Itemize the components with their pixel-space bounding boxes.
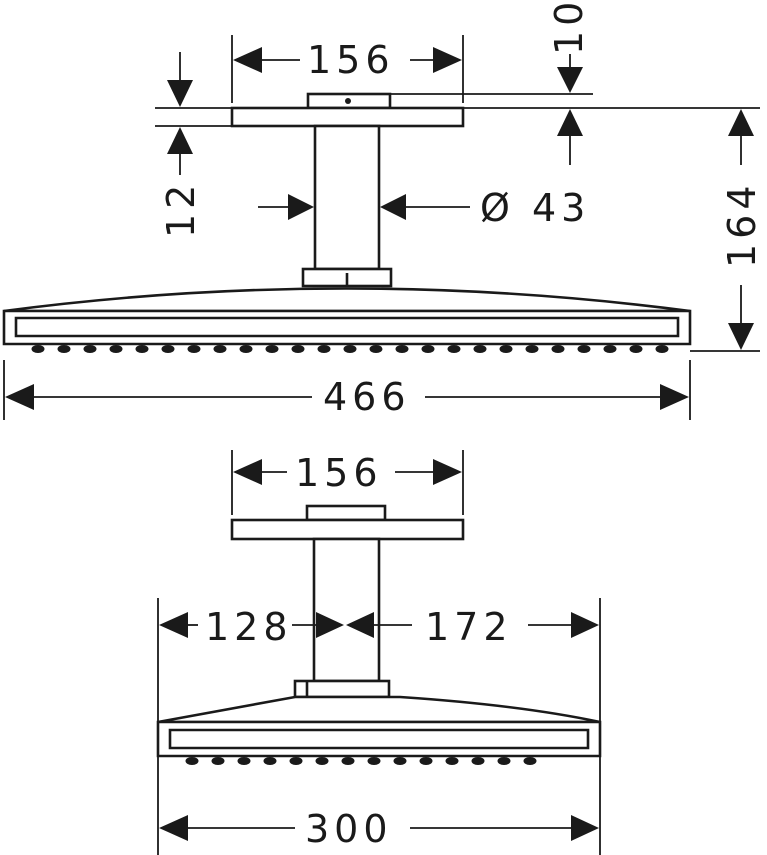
spray-nozzle [629,345,643,353]
arrow-right [316,612,344,638]
arrow-up [167,127,193,154]
arrow-left [5,384,34,410]
spray-nozzle [263,757,277,765]
dim-total-height: 164 [720,180,764,268]
spray-nozzle [367,757,381,765]
spray-nozzle [395,345,409,353]
spray-nozzle [31,345,45,353]
arrow-down [557,67,583,93]
spray-nozzle [289,757,303,765]
spray-nozzle [393,757,407,765]
arrow-left [159,612,188,638]
dim-head-depth: 300 [305,807,393,851]
spray-nozzle [341,757,355,765]
spray-nozzle [447,345,461,353]
arrow-left [380,194,406,220]
spray-nozzle [213,345,227,353]
dim-offset-right: 172 [425,605,513,649]
spray-nozzle [57,345,71,353]
spray-nozzle [445,757,459,765]
nozzle-row [31,345,669,353]
arrow-left [159,815,188,841]
shower-head-inner-edge [14,316,680,338]
spray-nozzle [523,757,537,765]
shower-head-dome [157,695,601,724]
spray-nozzle [343,345,357,353]
dim-pipe-diameter: Ø 43 [480,186,590,230]
ceiling-flange [230,106,465,128]
dim-offset-left: 128 [205,605,293,649]
spray-nozzle [419,757,433,765]
spray-nozzle [291,345,305,353]
shower-head-inner-edge [168,728,590,750]
front-view: 156 12 10 Ø 43 164 466 [2,0,764,420]
arrow-right [571,815,599,841]
spray-nozzle [603,345,617,353]
arrow-right [433,47,462,73]
side-view: 156 128 172 300 [156,450,602,855]
arrow-right [433,459,462,485]
spray-nozzle [317,345,331,353]
arrow-left [233,459,262,485]
collar-screw [345,98,351,104]
spray-nozzle [497,757,511,765]
pipe [313,124,381,271]
spray-nozzle [265,345,279,353]
spray-nozzle [655,345,669,353]
arrow-up [557,109,583,136]
arrow-down [167,80,193,107]
ceiling-flange [230,518,465,541]
arrow-right [288,194,314,220]
dim-flange-width: 156 [295,451,383,495]
spray-nozzle [315,757,329,765]
arrow-up [728,109,754,136]
pipe [312,537,381,683]
spray-nozzle [551,345,565,353]
spray-nozzle [211,757,225,765]
spray-nozzle [161,345,175,353]
dim-head-width: 466 [323,375,411,419]
spray-nozzle [135,345,149,353]
spray-nozzle [499,345,513,353]
dim-collar-height: 10 [547,0,591,55]
spray-nozzle [109,345,123,353]
shower-head-plate [156,720,602,758]
head-connector [293,679,391,699]
arrow-right [571,612,599,638]
spray-nozzle [239,345,253,353]
spray-nozzle [83,345,97,353]
nozzle-row [185,757,537,765]
spray-nozzle [577,345,591,353]
dim-flange-width: 156 [307,38,395,82]
arrow-left [346,612,374,638]
shower-head-dome [3,287,691,313]
spray-nozzle [369,345,383,353]
spray-nozzle [187,345,201,353]
shower-head-plate [2,309,692,346]
spray-nozzle [473,345,487,353]
spray-nozzle [525,345,539,353]
arrow-down [728,323,754,350]
arrow-right [660,384,689,410]
arrow-left [233,47,262,73]
spray-nozzle [237,757,251,765]
spray-nozzle [421,345,435,353]
dim-flange-thickness: 12 [159,180,203,238]
spray-nozzle [185,757,199,765]
collar [305,504,387,522]
spray-nozzle [471,757,485,765]
